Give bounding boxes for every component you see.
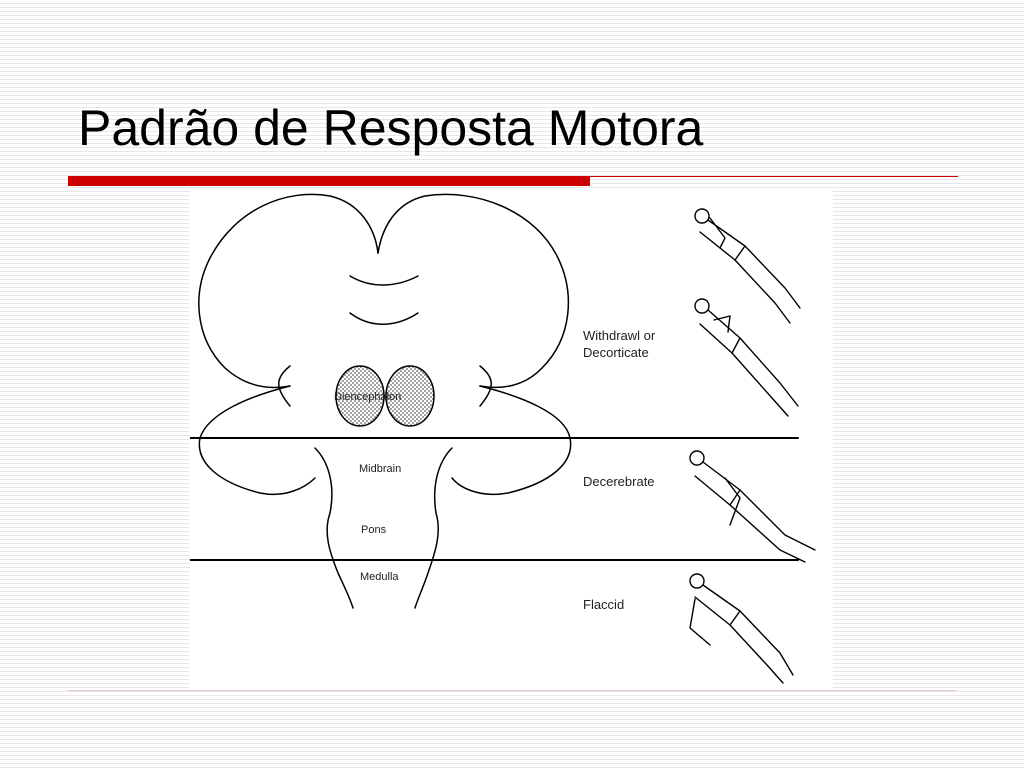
label-medulla: Medulla bbox=[360, 571, 399, 583]
title-rule-thin bbox=[590, 176, 958, 177]
brainstem-right-edge bbox=[414, 447, 453, 609]
left-temporal-lobe bbox=[198, 385, 316, 495]
right-temporal-lobe bbox=[451, 385, 572, 495]
ventricle-upper bbox=[349, 275, 419, 286]
footer-rule bbox=[68, 690, 956, 691]
motor-response-figure: Diencephalon Midbrain Pons Medulla Withd… bbox=[190, 188, 833, 688]
slide-title: Padrão de Resposta Motora bbox=[78, 100, 704, 156]
brainstem-left-edge bbox=[314, 447, 354, 609]
figure-normal-posture bbox=[694, 208, 801, 324]
left-fissure bbox=[278, 365, 291, 407]
label-decorticate-line1: Withdrawl or bbox=[583, 328, 656, 343]
left-hemisphere bbox=[198, 193, 379, 389]
label-diencephalon: Diencephalon bbox=[334, 391, 402, 403]
ventricle-lower bbox=[349, 312, 419, 325]
title-rule-accent bbox=[68, 176, 590, 186]
label-decerebrate: Decerebrate bbox=[583, 474, 655, 489]
label-flaccid: Flaccid bbox=[583, 597, 625, 612]
figure-flaccid bbox=[689, 573, 794, 684]
right-hemisphere bbox=[377, 193, 570, 389]
label-pons: Pons bbox=[361, 524, 387, 536]
label-midbrain: Midbrain bbox=[359, 463, 402, 475]
label-decorticate-line2: Decorticate bbox=[583, 345, 649, 360]
right-fissure bbox=[479, 365, 492, 407]
label-decorticate: Withdrawl or Decorticate bbox=[583, 327, 655, 361]
brain-diagram bbox=[190, 193, 816, 684]
diencephalon-right-lobe bbox=[385, 365, 435, 427]
figure-decerebrate bbox=[689, 450, 816, 563]
figure-decorticate bbox=[694, 298, 799, 417]
diencephalon-left-lobe bbox=[335, 365, 385, 427]
